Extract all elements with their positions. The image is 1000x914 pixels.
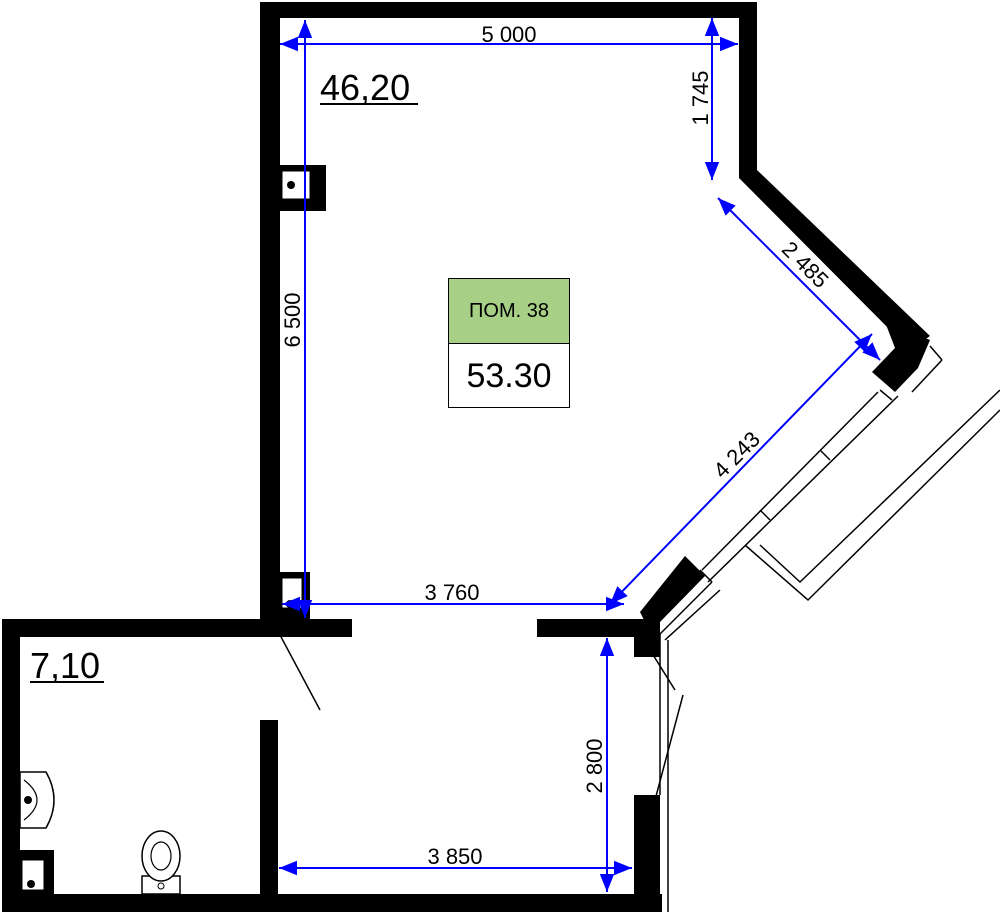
room-area: 53.30 (466, 356, 552, 395)
wall-right-lower (634, 795, 660, 912)
wall-bath-partition (260, 720, 278, 912)
wall-main-top (260, 2, 757, 18)
area-bathroom: 7,10 (30, 645, 100, 686)
wall-divider-right (537, 619, 657, 637)
wall-right-stub-upper (634, 619, 660, 657)
dim-top-width: 5 000 (481, 22, 536, 47)
wall-bottom (2, 894, 662, 912)
room-number: ПОМ. 38 (449, 279, 569, 344)
area-main: 46,20 (320, 67, 410, 108)
windows (649, 345, 1000, 912)
dim-right-upper: 1 745 (688, 70, 713, 125)
walls (2, 2, 930, 912)
wall-pillar-upper (872, 322, 930, 392)
wall-main-left (260, 2, 280, 622)
dim-line-diag-long (609, 333, 873, 605)
dim-mid-width: 3 760 (424, 580, 479, 605)
door-swing-line (279, 634, 321, 711)
wall-bath-left (2, 619, 20, 912)
toilet-icon (141, 830, 181, 895)
wall-divider-left (2, 619, 352, 637)
dimension-lines (279, 18, 881, 892)
sink-icon (19, 771, 55, 829)
room-label: ПОМ. 38 53.30 (448, 278, 570, 408)
dim-left-height: 6 500 (280, 292, 305, 347)
dim-line-diag-short (717, 197, 881, 361)
wall-main-right-upper (739, 2, 757, 178)
dim-lower-height: 2 800 (582, 738, 607, 793)
wall-diagonal-upper (739, 170, 930, 350)
dim-bottom-width: 3 850 (427, 844, 482, 869)
